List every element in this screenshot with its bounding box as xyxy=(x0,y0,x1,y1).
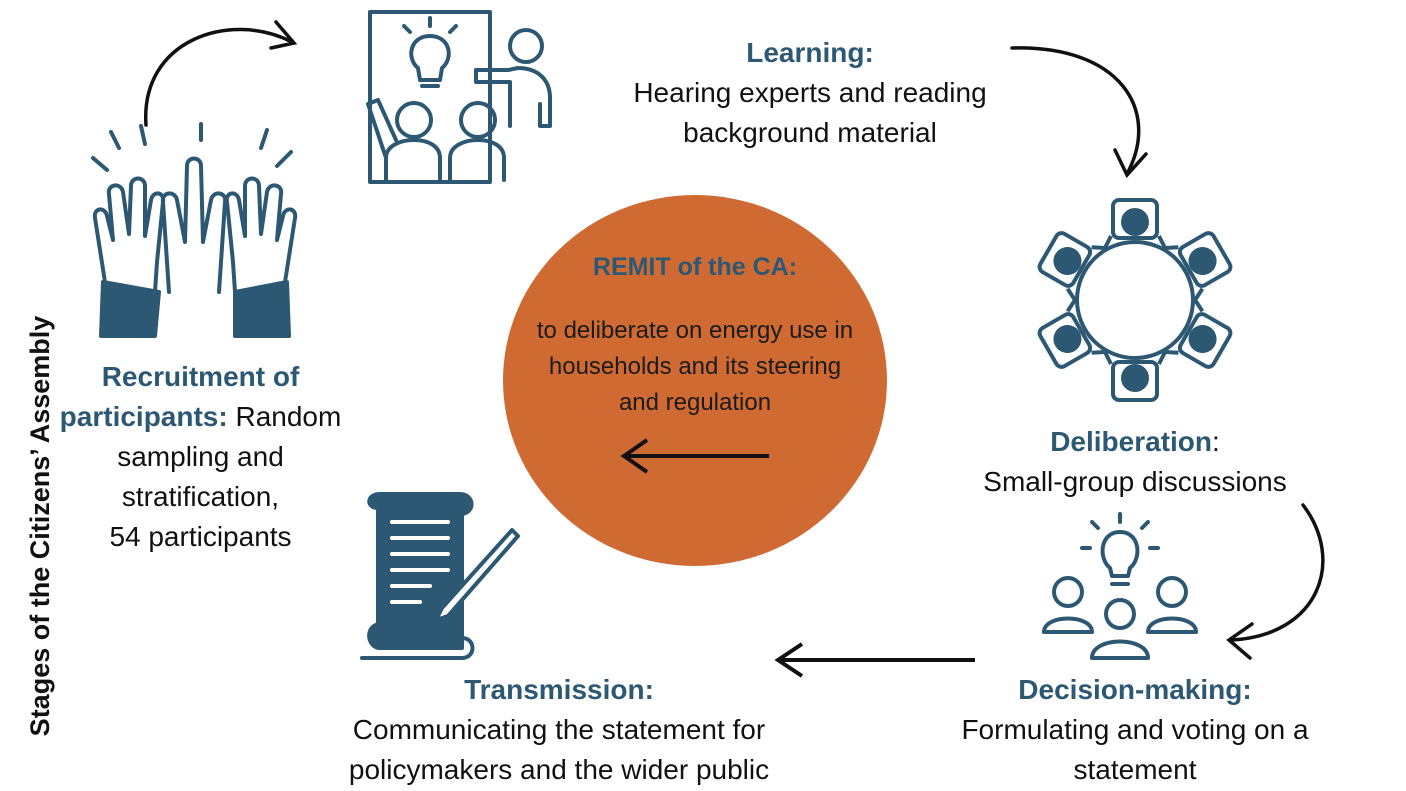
decision-line1: Formulating and voting on a xyxy=(961,714,1309,745)
stage-learning: Learning: Hearing experts and reading ba… xyxy=(560,33,1060,153)
arrow-head-3 xyxy=(1226,622,1254,660)
stage-deliberation: Deliberation: Small-group discussions xyxy=(935,422,1335,502)
arrow-head-4 xyxy=(774,642,804,678)
stage-transmission: Transmission: Communicating the statemen… xyxy=(300,670,818,790)
deliberation-heading: Deliberation xyxy=(1050,426,1213,457)
arrow-head-1 xyxy=(269,20,298,50)
round-table-icon xyxy=(1031,198,1239,402)
recruitment-line4: stratification, xyxy=(121,481,280,512)
remit-title: REMIT of the CA: xyxy=(592,253,798,281)
idea-group-icon xyxy=(1042,512,1198,660)
remit-circle: REMIT of the CA: to deliberate on energy… xyxy=(503,195,887,566)
transmission-line2: policymakers and the wider public xyxy=(348,754,770,785)
decision-line2: statement xyxy=(1073,754,1197,785)
deliberation-colon: : xyxy=(1212,426,1220,457)
teaching-icon xyxy=(366,10,552,184)
stage-recruitment: Recruitment of participants: Random samp… xyxy=(38,357,363,557)
recruitment-line5: 54 participants xyxy=(109,521,292,552)
recruitment-heading2: participants: xyxy=(59,401,228,432)
scroll-quill-icon xyxy=(360,492,520,660)
decision-heading: Decision-making: xyxy=(1018,674,1252,705)
arrow-recruit-to-learning xyxy=(144,27,294,127)
arrow-deliberation-to-decision xyxy=(1230,503,1325,642)
learning-line2: background material xyxy=(683,117,937,148)
learning-line1: Hearing experts and reading xyxy=(633,77,987,108)
recruitment-line3: sampling and xyxy=(117,441,284,472)
arrow-learning-to-deliberation xyxy=(1010,46,1141,174)
deliberation-line1: Small-group discussions xyxy=(983,466,1287,497)
raised-hands-icon xyxy=(91,122,298,338)
transmission-line1: Communicating the statement for xyxy=(352,714,766,745)
transmission-heading: Transmission: xyxy=(464,674,654,705)
stage-decision: Decision-making: Formulating and voting … xyxy=(920,670,1350,790)
arrow-head-2 xyxy=(1113,148,1148,179)
remit-arrow-left xyxy=(620,438,769,474)
recruitment-tail: Random xyxy=(227,401,342,432)
learning-heading: Learning: xyxy=(746,37,874,68)
remit-text: to deliberate on energy use in household… xyxy=(536,317,854,416)
recruitment-heading1: Recruitment of xyxy=(101,361,300,392)
